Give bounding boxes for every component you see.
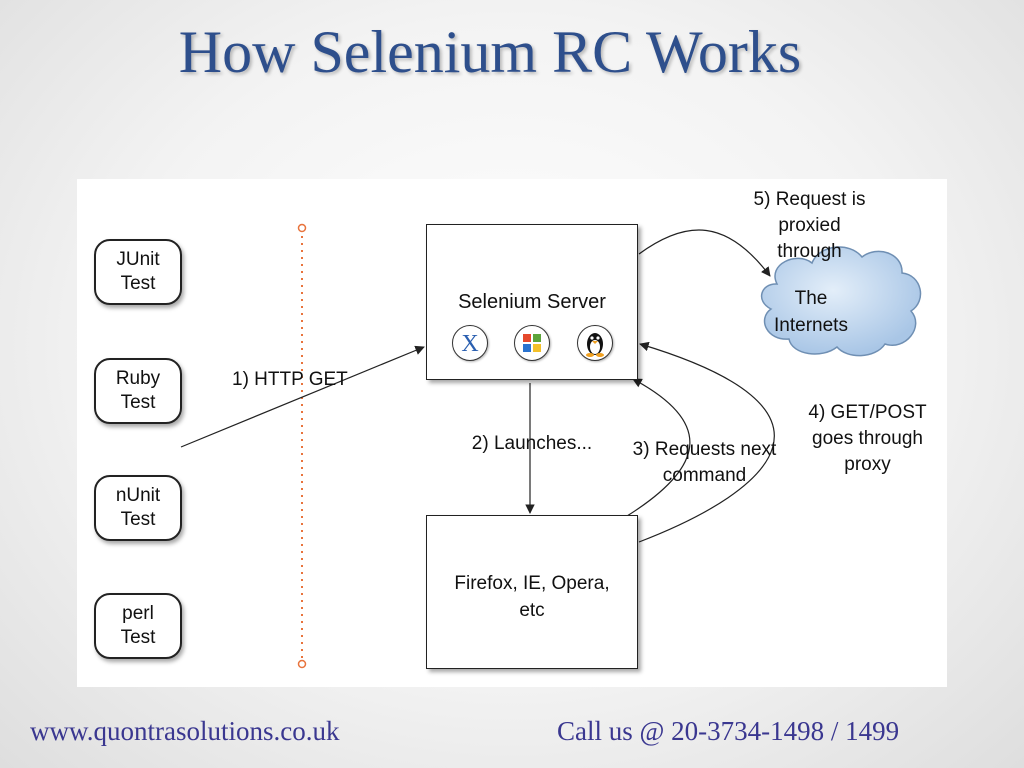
requests-next-command-arrow xyxy=(626,378,691,517)
get-post-proxy-arrow xyxy=(638,341,775,543)
step4-label-line1: 4) GET/POST xyxy=(808,402,927,423)
step4-label-line3: proxy xyxy=(844,454,891,475)
test-label-line1: Ruby xyxy=(115,368,161,389)
test-label-line2: Test xyxy=(120,273,156,294)
boundary-endpoint-top xyxy=(297,223,307,233)
step1-label: 1) HTTP GET xyxy=(232,369,348,390)
browser-label-line2: etc xyxy=(519,600,545,621)
step5-label-line3: through xyxy=(777,241,842,262)
footer-phone: Call us @ 20-3734-1498 / 1499 xyxy=(557,716,900,746)
step4-label: 4) GET/POST goes through proxy xyxy=(795,400,940,478)
http-get-arrow xyxy=(180,345,425,448)
internet-cloud xyxy=(760,246,922,357)
selenium-server-label: Selenium Server xyxy=(458,291,606,313)
step5-label: 5) Request is proxied through xyxy=(737,187,882,265)
step3-label-line2: command xyxy=(662,465,747,486)
step4-label-line2: goes through xyxy=(812,428,923,449)
diagram-canvas: JUnit Test Ruby Test nUnit Test perl Tes… xyxy=(77,179,947,687)
ruby-test-node: Ruby Test xyxy=(94,358,182,424)
test-label-line1: perl xyxy=(122,603,154,624)
junit-test-node: JUnit Test xyxy=(94,239,182,305)
windows-icon xyxy=(514,325,550,361)
x11-icon: X xyxy=(452,325,488,361)
browser-label-line1: Firefox, IE, Opera, xyxy=(454,573,610,594)
step5-label-line2: proxied xyxy=(778,215,841,236)
svg-text:X: X xyxy=(461,331,478,357)
perl-test-node: perl Test xyxy=(94,593,182,659)
diagram-connectors xyxy=(180,223,922,669)
browser-label: Firefox, IE, Opera, etc xyxy=(427,570,637,624)
boundary-endpoint-bottom xyxy=(297,659,307,669)
proxied-request-arrow xyxy=(638,229,771,277)
test-label-line2: Test xyxy=(120,627,156,648)
nunit-test-node: nUnit Test xyxy=(94,475,182,541)
selenium-server-box: Selenium Server X xyxy=(426,224,638,380)
step2-label: 2) Launches... xyxy=(471,433,593,454)
browser-box: Firefox, IE, Opera, etc xyxy=(426,515,638,669)
slide-title: How Selenium RC Works xyxy=(178,19,802,85)
linux-penguin-icon xyxy=(577,325,613,361)
cloud-label: The Internets xyxy=(751,285,871,339)
test-label-line1: nUnit xyxy=(115,485,161,506)
step3-label-line1: 3) Requests next xyxy=(632,439,777,460)
test-label-line2: Test xyxy=(120,392,156,413)
test-label-line2: Test xyxy=(120,509,156,530)
cloud-label-line1: The xyxy=(794,288,828,309)
cloud-label-line2: Internets xyxy=(774,315,848,336)
footer-website-link[interactable]: www.quontrasolutions.co.uk xyxy=(30,716,340,746)
test-label-line1: JUnit xyxy=(116,249,160,270)
step3-label: 3) Requests next command xyxy=(617,437,792,489)
step5-label-line1: 5) Request is xyxy=(753,189,866,210)
